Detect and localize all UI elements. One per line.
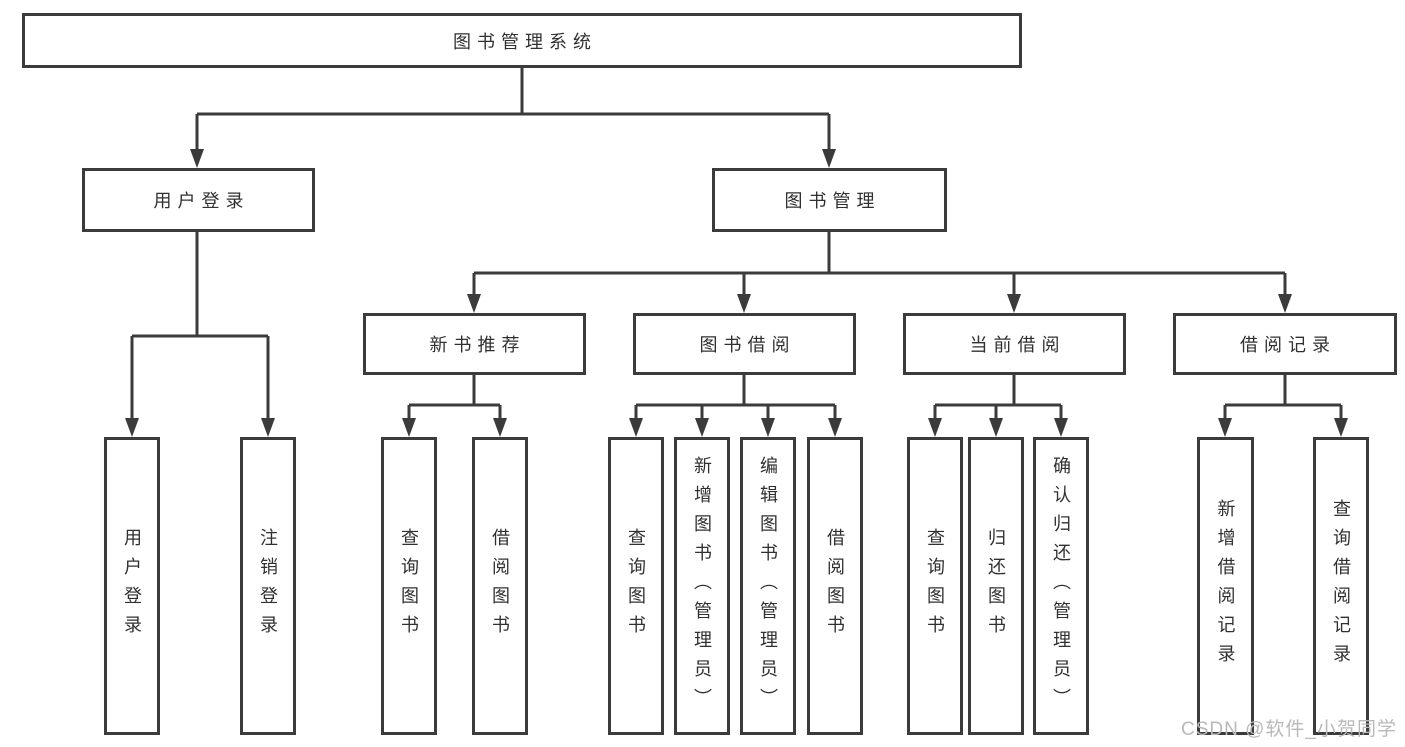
node-borrow-records-label: 借阅记录	[1240, 335, 1336, 355]
node-leaf-logout: 注销登录	[240, 437, 296, 735]
node-book-management: 图书管理	[712, 168, 947, 232]
node-leaf-query-book-recommend: 查询图书	[381, 437, 437, 735]
node-root: 图书管理系统	[22, 13, 1022, 68]
node-leaf-borrow-book: 借阅图书	[807, 437, 863, 735]
leaf-label: 查询图书	[925, 528, 945, 644]
leaf-label: 编辑图书（管理员）	[758, 455, 778, 717]
node-current-borrow: 当前借阅	[903, 313, 1126, 375]
leaf-label: 借阅图书	[490, 528, 510, 644]
node-leaf-add-borrow-record: 新增借阅记录	[1197, 437, 1254, 735]
leaf-label: 新增借阅记录	[1215, 499, 1236, 673]
node-book-borrow-label: 图书借阅	[699, 335, 796, 355]
leaf-label: 借阅图书	[825, 528, 845, 644]
node-leaf-confirm-return-admin: 确认归还（管理员）	[1033, 437, 1089, 735]
node-book-borrow: 图书借阅	[633, 313, 856, 375]
node-leaf-edit-book-admin: 编辑图书（管理员）	[740, 437, 796, 735]
leaf-label: 归还图书	[986, 528, 1006, 644]
leaf-label: 查询图书	[399, 528, 419, 644]
node-borrow-records: 借阅记录	[1173, 313, 1397, 375]
node-root-label: 图书管理系统	[453, 31, 597, 52]
node-leaf-user-login: 用户登录	[104, 437, 160, 735]
node-user-login-label: 用户登录	[153, 191, 250, 211]
leaf-label: 查询借阅记录	[1331, 499, 1351, 673]
leaf-label: 注销登录	[258, 528, 278, 644]
node-new-book-recommend-label: 新书推荐	[429, 335, 526, 355]
node-new-book-recommend: 新书推荐	[363, 313, 586, 375]
node-user-login: 用户登录	[82, 168, 315, 232]
node-leaf-query-book-current: 查询图书	[907, 437, 963, 735]
leaf-label: 查询图书	[626, 528, 646, 644]
node-leaf-return-book: 归还图书	[968, 437, 1024, 735]
node-current-borrow-label: 当前借阅	[969, 335, 1066, 355]
node-leaf-add-book-admin: 新增图书（管理员）	[674, 437, 730, 735]
node-leaf-borrow-book-recommend: 借阅图书	[472, 437, 528, 735]
leaf-label: 用户登录	[122, 528, 142, 644]
node-book-management-label: 图书管理	[784, 191, 881, 211]
leaf-label: 新增图书（管理员）	[692, 455, 712, 717]
node-leaf-query-borrow-record: 查询借阅记录	[1313, 437, 1369, 735]
csdn-watermark: CSDN @软件_小贺同学	[1181, 719, 1397, 740]
node-leaf-query-book-borrow: 查询图书	[608, 437, 664, 735]
leaf-label: 确认归还（管理员）	[1051, 455, 1071, 717]
